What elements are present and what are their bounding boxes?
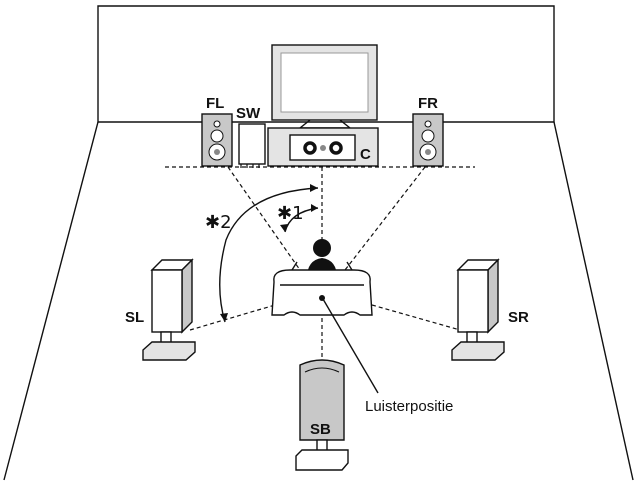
tv-screen-inner bbox=[280, 52, 369, 113]
sl-side bbox=[181, 258, 193, 334]
floor-edges bbox=[3, 121, 634, 481]
sr-base bbox=[451, 341, 505, 361]
sw-label: SW bbox=[236, 105, 261, 122]
subwoofer: SW bbox=[236, 105, 266, 168]
fr-mid-icon bbox=[421, 129, 435, 143]
fr-woofer-cap-icon bbox=[425, 149, 431, 155]
fl-mid-icon bbox=[210, 129, 224, 143]
angle-1-arrowhead-top bbox=[311, 204, 318, 212]
listening-position-label: Luisterpositie bbox=[365, 398, 453, 415]
sl-base bbox=[142, 341, 196, 361]
sl-front bbox=[151, 269, 183, 333]
sb-cabinet bbox=[299, 359, 345, 441]
fr-label: FR bbox=[418, 95, 438, 112]
listening-leader bbox=[322, 298, 379, 394]
tv bbox=[271, 44, 378, 129]
center-driver-left-icon bbox=[303, 141, 317, 155]
surround-right-speaker: SR bbox=[451, 258, 529, 361]
surround-back-speaker: SB bbox=[295, 359, 349, 471]
fl-tweeter-icon bbox=[213, 120, 221, 128]
angle-2-arrowhead-bottom bbox=[220, 313, 228, 322]
center-driver-right-icon bbox=[329, 141, 343, 155]
sl-label: SL bbox=[125, 309, 144, 326]
fr-guide bbox=[344, 166, 426, 271]
center-tweeter-icon bbox=[320, 145, 326, 151]
surround-left-speaker: SL bbox=[125, 258, 196, 361]
angle-1-label: ✱1 bbox=[277, 203, 304, 224]
sb-top-curve bbox=[304, 367, 340, 373]
listening-seat: Luisterpositie bbox=[271, 239, 453, 415]
sb-base bbox=[295, 449, 349, 471]
sw-cabinet bbox=[238, 123, 266, 165]
fl-woofer-cap-icon bbox=[214, 149, 220, 155]
sr-front bbox=[457, 269, 489, 333]
sofa bbox=[271, 269, 373, 316]
fl-label: FL bbox=[206, 95, 224, 112]
sr-side bbox=[487, 258, 499, 334]
angle-1-arrowhead-bottom bbox=[280, 224, 288, 232]
front-right-speaker: FR bbox=[412, 95, 444, 167]
front-left-speaker: FL bbox=[201, 95, 233, 167]
dashed-guides bbox=[189, 166, 461, 360]
listener-head-icon bbox=[313, 239, 331, 257]
center-label: C bbox=[360, 146, 371, 163]
center-speaker: C bbox=[267, 127, 379, 167]
sr-guide bbox=[371, 304, 461, 331]
sw-feet bbox=[240, 164, 260, 168]
sb-label: SB bbox=[310, 421, 331, 438]
angle-2-arrowhead-top bbox=[310, 184, 318, 192]
sl-guide bbox=[189, 304, 276, 331]
angle-2-label: ✱2 bbox=[205, 212, 232, 233]
room bbox=[3, 5, 634, 481]
fr-tweeter-icon bbox=[424, 120, 432, 128]
tv-stand bbox=[298, 119, 352, 129]
angle-arcs: ✱1 ✱2 bbox=[205, 184, 319, 323]
angle-2-arc bbox=[219, 187, 319, 323]
sr-label: SR bbox=[508, 309, 529, 326]
